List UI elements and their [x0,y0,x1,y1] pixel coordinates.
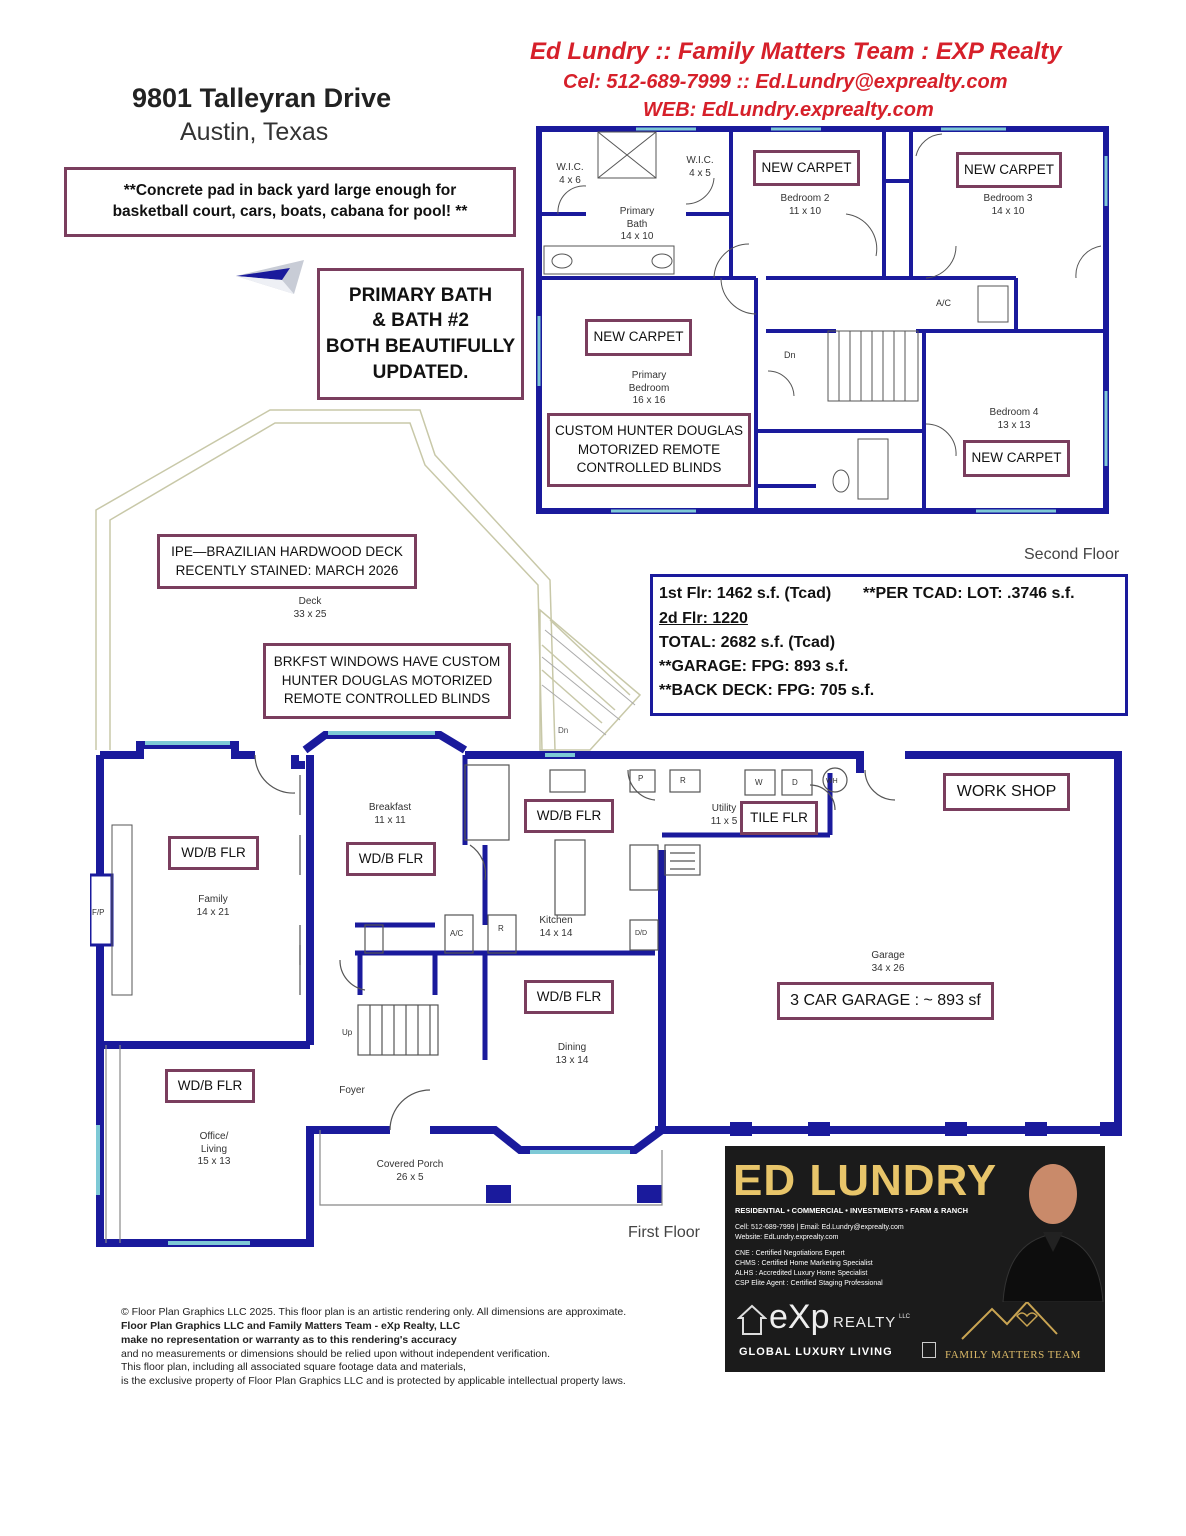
ff-wh-label: WH [826,778,838,785]
wdb-flr-dining: WD/B FLR [524,980,614,1014]
tile-flr-utility: TILE FLR [740,801,818,835]
wdb-flr-kitchen: WD/B FLR [524,799,614,833]
ff-d-label: D [792,778,798,787]
work-shop-note: WORK SHOP [943,773,1070,811]
ff-dd-label: D/D [635,930,647,937]
carpet-bedroom3: NEW CARPET [956,152,1062,188]
card-brand-llc: LLC [899,1314,911,1320]
ff-r2-label: R [680,776,686,785]
card-brand-realty: REALTY [833,1314,897,1331]
team-logo-icon [961,1300,1058,1340]
foyer-label: Foyer [339,1085,365,1096]
sqft-second-floor: 2d Flr: 1220 [659,610,748,627]
deck-dn-label: Dn [558,726,568,735]
card-csp: CSP Elite Agent : Certified Staging Prof… [735,1280,883,1287]
concrete-pad-note: **Concrete pad in back yard large enough… [64,167,516,237]
disclaimer: © Floor Plan Graphics LLC 2025. This flo… [121,1306,627,1388]
sqft-lot: **PER TCAD: LOT: .3746 s.f. [863,585,1075,602]
property-street: 9801 Talleyran Drive [132,83,392,113]
fireplace-label: F/P [92,908,104,917]
card-brand-exp: eXp [769,1298,830,1336]
second-floor-label: Second Floor [1024,546,1120,563]
north-arrow-icon [236,260,304,294]
card-alhs: ALHS : Accredited Luxury Home Specialist [735,1270,868,1277]
sqft-total: TOTAL: 2682 s.f. (Tcad) [659,634,836,651]
card-contact: Cell: 512-689-7999 | Email: Ed.Lundry@ex… [735,1224,904,1231]
card-website: Website: EdLundry.exprealty.com [735,1234,839,1241]
first-floor-plan: Dn [90,409,1122,1247]
sqft-back-deck: **BACK DECK: FPG: 705 s.f. [659,682,875,699]
ff-ac-label: A/C [450,929,464,938]
carpet-bedroom2: NEW CARPET [753,150,860,186]
property-city: Austin, Texas [180,118,329,146]
agent-photo [1002,1164,1104,1302]
card-team: FAMILY MATTERS TEAM [945,1349,1081,1361]
first-floor-label: First Floor [628,1224,700,1241]
agent-business-card: ED LUNDRY RESIDENTIAL • COMMERCIAL • INV… [725,1146,1105,1372]
card-chms: CHMS : Certified Home Marketing Speciali… [735,1260,873,1267]
garage-size-note: 3 CAR GARAGE : ~ 893 sf [777,982,994,1020]
sf-dn-label: Dn [784,350,796,360]
wic1-label: W.I.C.4 x 6 [556,162,584,186]
agent-header-web: WEB: EdLundry.exprealty.com [643,99,934,121]
wdb-flr-breakfast: WD/B FLR [346,842,436,876]
ff-w-label: W [755,778,763,787]
ff-up-label: Up [342,1028,353,1037]
agent-header-contact: Cel: 512-689-7999 :: Ed.Lundry@exprealty… [563,71,1008,93]
wic2-label: W.I.C.4 x 5 [686,155,714,179]
sf-ac-label: A/C [936,298,952,308]
card-tagline: RESIDENTIAL • COMMERCIAL • INVESTMENTS •… [735,1206,969,1215]
carpet-primary-bedroom: NEW CARPET [585,319,692,356]
second-floor-plan: A/C Dn [536,126,1109,514]
card-global: GLOBAL LUXURY LIVING [739,1346,893,1358]
ff-r1-label: R [498,924,504,933]
realtor-icon [922,1342,936,1358]
card-cne: CNE : Certified Negotiations Expert [735,1250,845,1257]
agent-header-name: Ed Lundry :: Family Matters Team : EXP R… [530,38,1062,65]
exp-house-icon [737,1304,767,1335]
ff-p-label: P [638,774,643,783]
square-footage-box: 1st Flr: 1462 s.f. (Tcad) **PER TCAD: LO… [650,574,1128,716]
carpet-bedroom4: NEW CARPET [963,440,1070,477]
primary-bath-note: PRIMARY BATH & BATH #2 BOTH BEAUTIFULLY … [317,268,524,400]
wdb-flr-family: WD/B FLR [168,836,259,870]
card-name: ED LUNDRY [733,1156,998,1205]
wdb-flr-office: WD/B FLR [165,1069,255,1103]
sqft-first-floor: 1st Flr: 1462 s.f. (Tcad) [659,585,832,602]
sqft-garage: **GARAGE: FPG: 893 s.f. [659,658,849,675]
